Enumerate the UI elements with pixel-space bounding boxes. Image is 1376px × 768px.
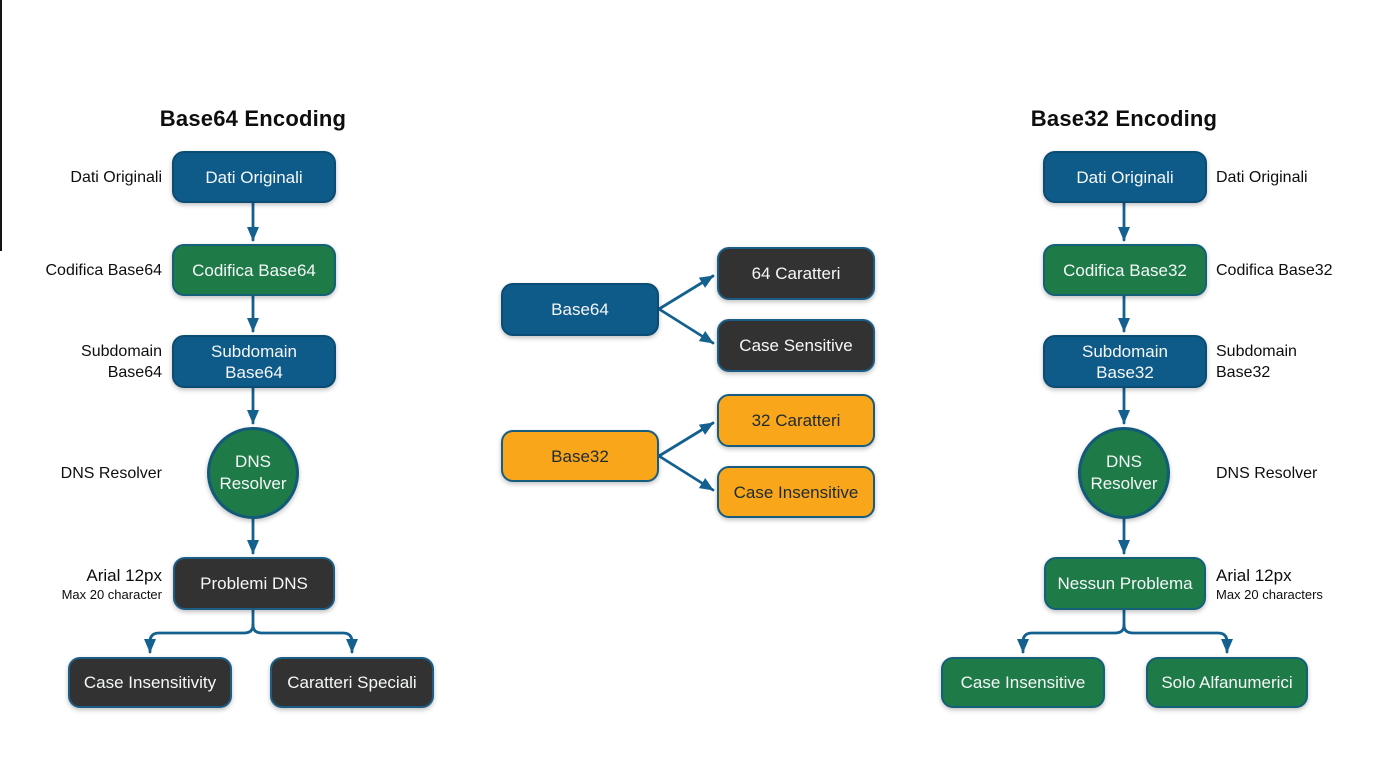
left-node-caratteri-speciali: Caratteri Speciali (270, 657, 434, 708)
right-flow-title: Base32 Encoding (1030, 106, 1218, 131)
right-node-codifica-base32: Codifica Base32 (1043, 244, 1207, 296)
middle-node-case-insensitive: Case Insensitive (717, 466, 875, 518)
left-node-case-insensitivity: Case Insensitivity (68, 657, 232, 708)
middle-node-32-caratteri: 32 Caratteri (717, 394, 875, 447)
left-label-dati-originali: Dati Originali (70, 169, 162, 186)
middle-node-case-sensitive: Case Sensitive (717, 319, 875, 372)
left-flow-title: Base64 Encoding (159, 106, 347, 131)
middle-node-64-caratteri: 64 Caratteri (717, 247, 875, 300)
right-label-dati-originali: Dati Originali (1216, 169, 1308, 186)
right-node-dati-originali: Dati Originali (1043, 151, 1207, 203)
right-label-codifica-base32: Codifica Base32 (1216, 262, 1333, 279)
right-node-case-insensitive: Case Insensitive (941, 657, 1105, 708)
left-node-problemi-dns: Problemi DNS (173, 557, 335, 610)
left-edge-artifact (0, 0, 2, 251)
right-node-solo-alfanumerici: Solo Alfanumerici (1146, 657, 1308, 708)
right-label-dns-resolver: DNS Resolver (1216, 465, 1318, 482)
middle-node-base64: Base64 (501, 283, 659, 336)
left-label-codifica-base64: Codifica Base64 (45, 262, 162, 279)
left-node-codifica-base64: Codifica Base64 (172, 244, 336, 296)
right-node-nessun-problema: Nessun Problema (1044, 557, 1206, 610)
left-node-dati-originali: Dati Originali (172, 151, 336, 203)
left-label-dns-resolver: DNS Resolver (60, 465, 162, 482)
middle-node-base32: Base32 (501, 430, 659, 482)
